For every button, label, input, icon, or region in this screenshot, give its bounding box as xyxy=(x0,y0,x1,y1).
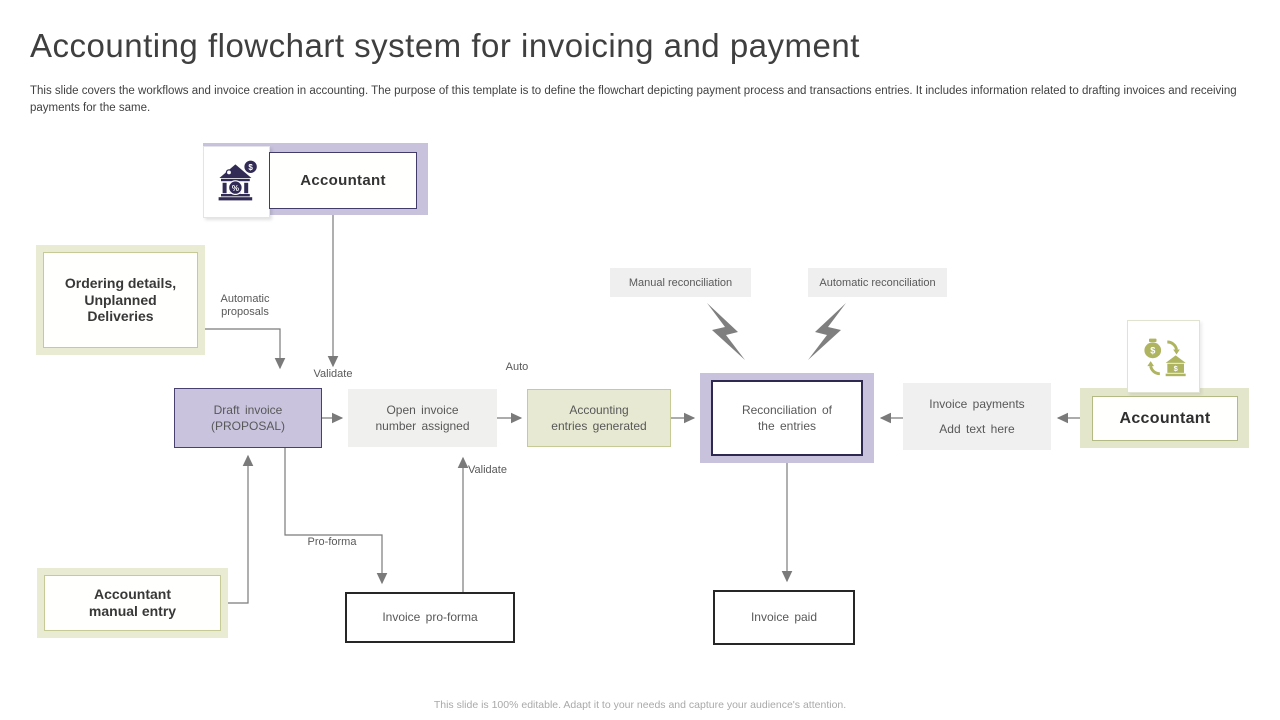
ordering-details-box: Ordering details, Unplanned Deliveries xyxy=(43,252,198,348)
accounting-entries-line: Accounting xyxy=(569,402,629,417)
ordering-details-node: Ordering details, Unplanned Deliveries xyxy=(36,245,205,355)
slide-description: This slide covers the workflows and invo… xyxy=(30,85,1237,114)
manual-entry-line: Accountant xyxy=(94,586,171,603)
ordering-line: Ordering details, xyxy=(64,275,177,292)
edge-label-validate-mid: Validate xyxy=(468,464,507,476)
reconciliation-line: Reconciliation of xyxy=(741,402,833,417)
draft-invoice-node: Draft invoice (PROPOSAL) xyxy=(174,388,322,448)
accounting-entries-line: entries generated xyxy=(551,419,647,433)
ordering-line: Deliveries xyxy=(87,308,154,325)
svg-text:%: % xyxy=(231,184,238,193)
draft-invoice-line: (PROPOSAL) xyxy=(210,419,285,433)
invoice-payments-label: Invoice payments xyxy=(929,396,1025,411)
svg-text:$: $ xyxy=(1150,345,1155,355)
accountant-right-icon-box: $ $ xyxy=(1127,320,1200,393)
connector-ordering-to-draft xyxy=(205,328,286,370)
manual-reconciliation-tag: Manual reconciliation xyxy=(610,268,751,297)
edge-label-automatic-proposals: Automatic proposals xyxy=(220,293,270,319)
svg-text:$: $ xyxy=(1173,364,1178,373)
open-invoice-line: number assigned xyxy=(375,419,470,433)
invoice-proforma-node: Invoice pro-forma xyxy=(345,592,515,643)
manual-entry-line: manual entry xyxy=(88,603,177,619)
bank-discount-dollar-icon: $ % xyxy=(218,159,258,201)
accounting-entries-node: Accounting entries generated xyxy=(527,389,671,447)
accountant-manual-entry-node: Accountant manual entry xyxy=(37,568,228,638)
invoice-paid-node: Invoice paid xyxy=(713,590,855,645)
reconciliation-node: Reconciliation of the entries xyxy=(711,380,863,456)
edge-label-auto: Auto xyxy=(505,361,529,373)
edge-label-proforma: Pro-forma xyxy=(307,536,357,548)
open-invoice-node: Open invoice number assigned xyxy=(348,389,497,447)
accountant-right-label: Accountant xyxy=(1092,396,1238,441)
edge-label-validate-top: Validate xyxy=(313,368,353,380)
accountant-manual-entry-box: Accountant manual entry xyxy=(44,575,221,631)
draft-invoice-line: Draft invoice xyxy=(213,402,283,417)
page-title: Accounting flowchart system for invoicin… xyxy=(30,27,860,64)
open-invoice-line: Open invoice xyxy=(386,402,459,417)
automatic-reconciliation-tag: Automatic reconciliation xyxy=(808,268,947,297)
accountant-top-label: Accountant xyxy=(269,152,417,209)
lightning-bolt-icon xyxy=(808,303,846,360)
svg-text:$: $ xyxy=(248,163,253,172)
ordering-line: Unplanned xyxy=(84,291,157,308)
connector-draft-to-proforma xyxy=(284,448,388,585)
money-transfer-icon: $ $ xyxy=(1143,338,1186,376)
reconciliation-line: the entries xyxy=(757,419,817,433)
accountant-top-icon-box: $ % xyxy=(203,146,270,218)
invoice-payments-node: Invoice payments Add text here xyxy=(903,383,1051,450)
add-text-placeholder: Add text here xyxy=(939,422,1015,436)
lightning-bolt-icon xyxy=(707,303,745,360)
footer-note: This slide is 100% editable. Adapt it to… xyxy=(433,699,847,711)
